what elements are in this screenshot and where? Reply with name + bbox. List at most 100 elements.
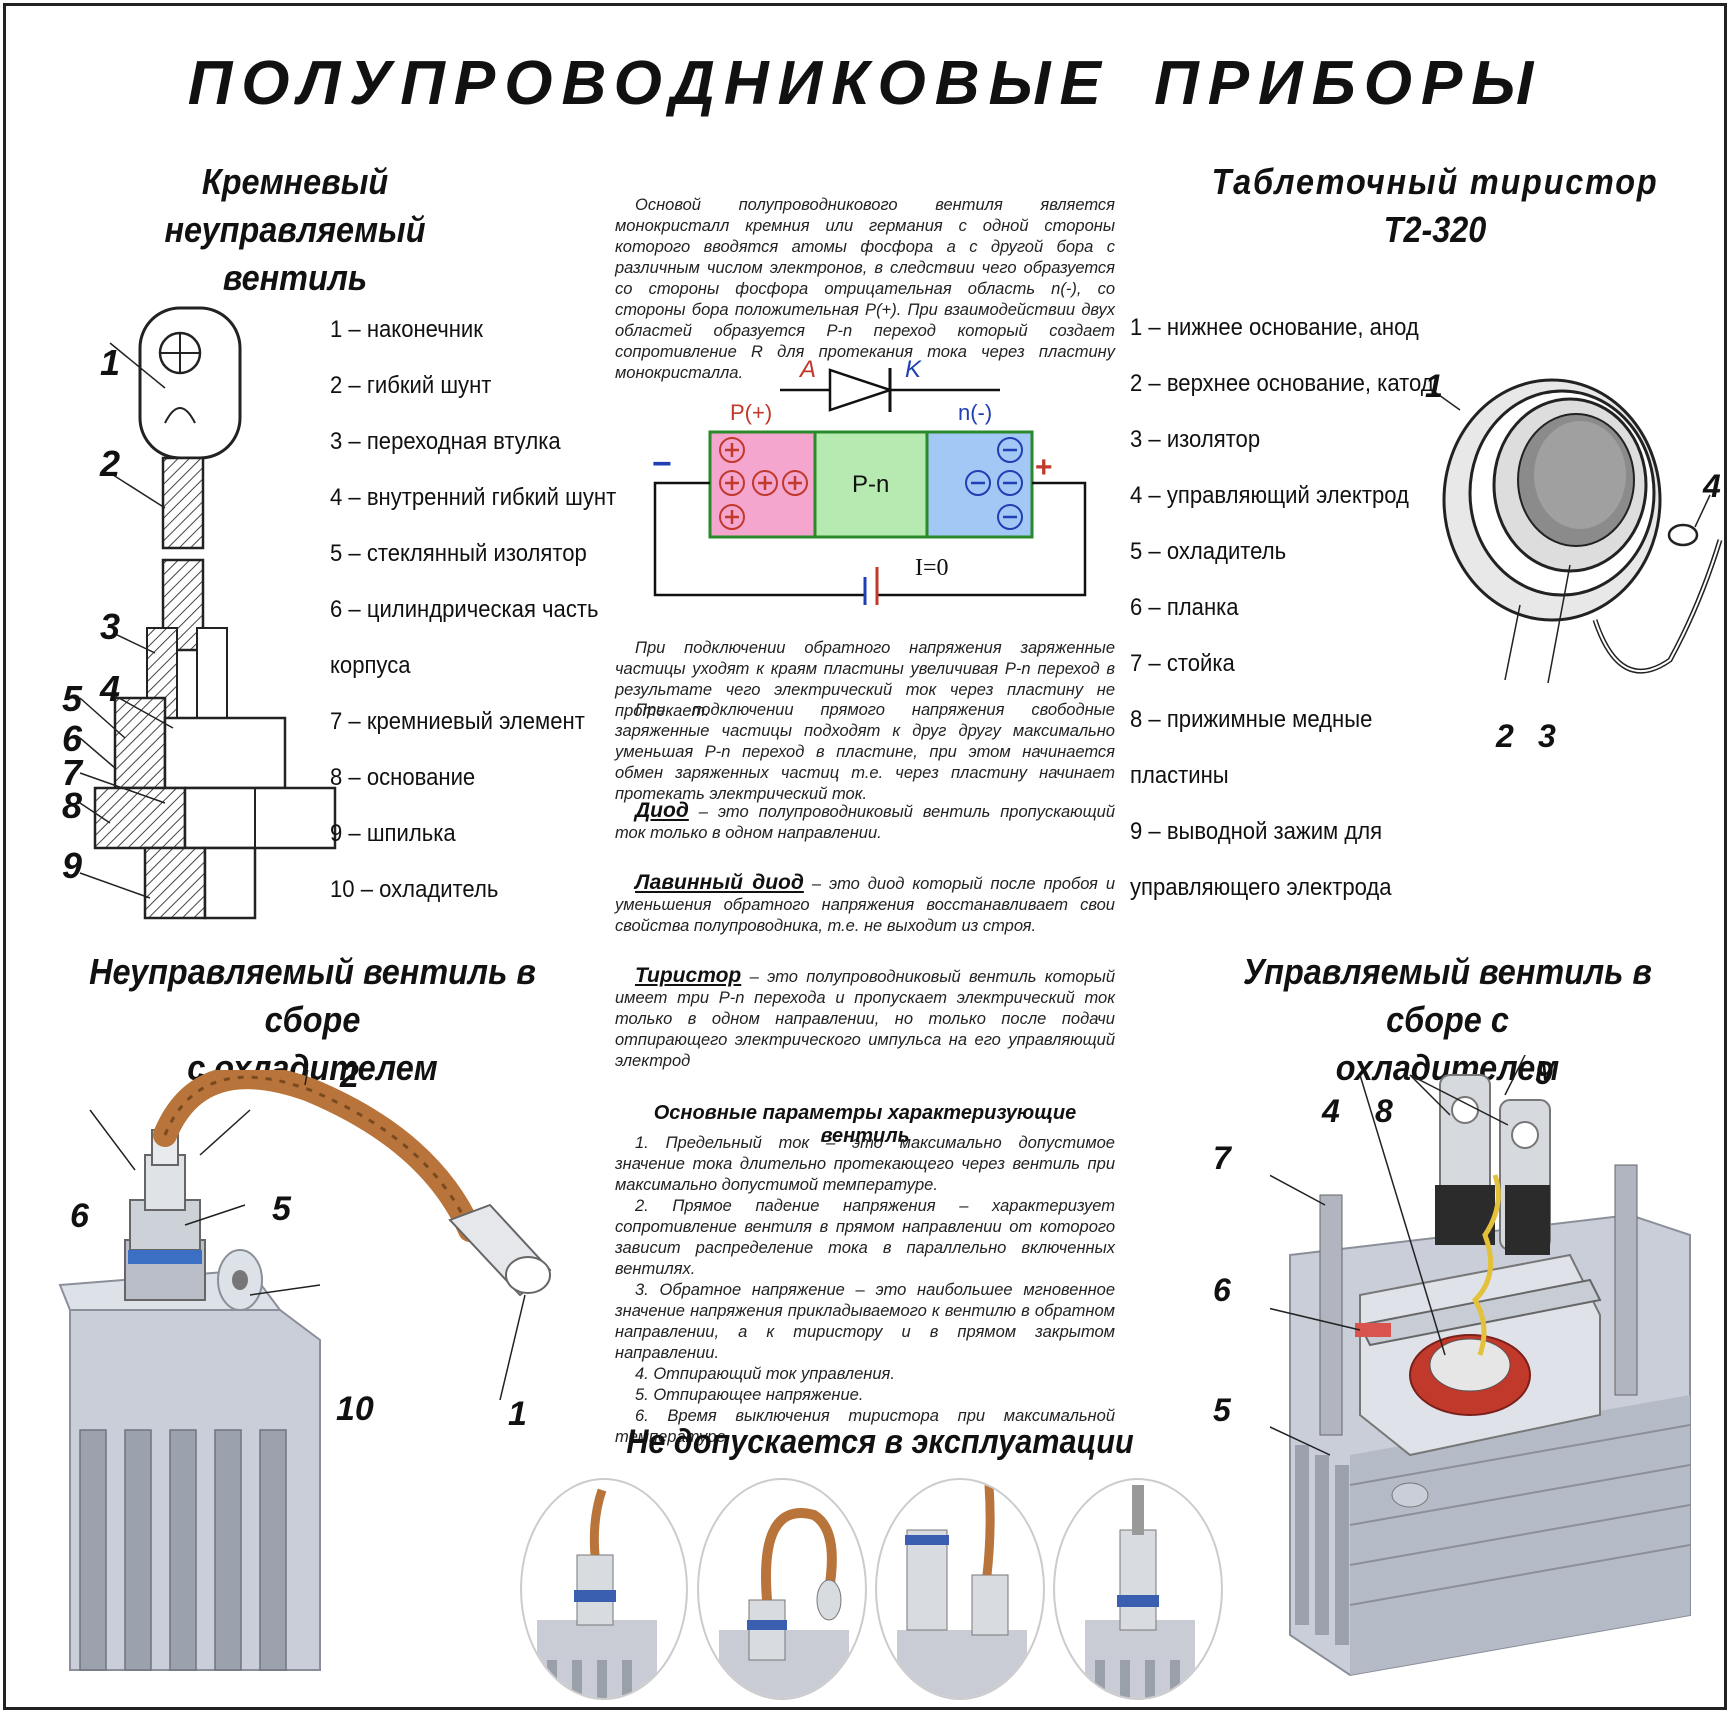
current-label: I=0 <box>915 555 949 581</box>
n-region-label: n(-) <box>958 400 992 425</box>
legend-item: 3 – изолятор <box>1130 426 1261 453</box>
controlled-assembly-photo <box>1270 1055 1691 1677</box>
callout-2: 2 <box>100 443 121 484</box>
legend-item: 1 – нижнее основание, анод <box>1130 314 1419 341</box>
title-line: Таблеточный тиристор <box>1211 161 1659 202</box>
callout-4: 4 <box>100 668 121 709</box>
param-item: 2. Прямое падение напряжения – характери… <box>615 1197 1115 1278</box>
legend-item: пластины <box>1130 762 1229 789</box>
title-line: Неуправляемый вентиль в сборе <box>89 951 536 1040</box>
param-item: 1. Предельный ток – это максимально допу… <box>615 1134 1115 1194</box>
callout-5: 5 <box>62 678 83 719</box>
title-line: Управляемый вентиль в сборе с <box>1243 951 1652 1040</box>
param-item: 4. Отпирающий ток управления. <box>635 1365 895 1383</box>
section-title-tablet-thyristor: Таблеточный тиристор Т2-320 <box>1201 158 1669 254</box>
legend-item: 5 – стеклянный изолятор <box>330 540 587 567</box>
diode-triangle <box>828 368 894 412</box>
callout-2: 2 <box>1496 718 1514 754</box>
not-allowed-example-2 <box>697 1478 867 1700</box>
callout-4: 4 <box>1322 1093 1340 1129</box>
param-item: 3. Обратное напряжение – это наибольшее … <box>615 1281 1115 1362</box>
params-list: 1. Предельный ток – это максимально допу… <box>615 1133 1115 1448</box>
legend-item: 1 – наконечник <box>330 316 483 343</box>
callout-7: 7 <box>62 752 83 793</box>
junction-label: P-n <box>852 471 889 498</box>
legend-tablet-thyristor: 1 – нижнее основание, анод 2 – верхнее о… <box>1130 300 1460 916</box>
diode-definition: Диод – это полупроводниковый вентиль про… <box>615 800 1115 844</box>
reverse-voltage-paragraph: При подключении обратного напряжения зар… <box>615 639 1115 720</box>
n-region <box>925 430 1034 539</box>
callout-5: 5 <box>272 1190 291 1228</box>
valve-cross-section-drawing <box>79 306 337 920</box>
forward-voltage-paragraph: При подключении прямого напряжения свобо… <box>615 701 1115 803</box>
intro-paragraph: Основой полупроводникового вентиля являе… <box>615 196 1115 382</box>
p-region <box>708 430 817 539</box>
avalanche-diode-definition: Лавинный диод – это диод который после п… <box>615 872 1115 937</box>
diode-term: Диод <box>635 799 689 822</box>
legend-item: 7 – стойка <box>1130 650 1235 677</box>
callout-2: 2 <box>340 1057 359 1095</box>
callout-8: 8 <box>62 785 83 826</box>
callout-9: 9 <box>62 845 83 886</box>
callout-6: 6 <box>1213 1272 1231 1308</box>
not-allowed-example-4 <box>1053 1478 1223 1700</box>
legend-uncontrolled-valve: 1 – наконечник 2 – гибкий шунт 3 – перех… <box>330 302 641 918</box>
param-item: 6. Время выключения тиристора при максим… <box>615 1407 1115 1446</box>
tablet-thyristor-drawing <box>1430 378 1723 684</box>
legend-item: 6 – цилиндрическая часть <box>330 596 599 623</box>
plus-terminal: + <box>1035 451 1053 484</box>
legend-item: 7 – кремниевый элемент <box>330 708 585 735</box>
anode-label: A <box>798 356 816 383</box>
avalanche-term: Лавинный диод <box>635 871 804 894</box>
callout-6: 6 <box>70 1197 89 1235</box>
title-line: Кремневый неуправляемый <box>164 161 426 250</box>
legend-item: 2 – верхнее основание, катод <box>1130 370 1434 397</box>
section-title-controlled-assembly: Управляемый вентиль в сборе с охладителе… <box>1211 948 1684 1092</box>
callout-1: 1 <box>1425 368 1443 404</box>
callout-7: 7 <box>1213 1140 1231 1176</box>
callout-9: 9 <box>1535 1055 1553 1091</box>
p-region-label: P(+) <box>730 400 772 425</box>
callout-8: 8 <box>1375 1093 1393 1129</box>
junction-region <box>813 430 929 539</box>
legend-item: 9 – шпилька <box>330 820 456 847</box>
legend-item: корпуса <box>330 652 411 679</box>
callout-4: 4 <box>1703 468 1721 504</box>
minus-terminal: − <box>652 445 672 483</box>
callout-6: 6 <box>62 718 83 759</box>
callout-3: 3 <box>1538 718 1556 754</box>
diode-def: – это полупроводниковый вентиль пропуска… <box>615 803 1115 842</box>
not-allowed-title: Не допускается в эксплуатации <box>626 1423 1134 1461</box>
legend-item: 9 – выводной зажим для <box>1130 818 1383 845</box>
legend-item: 2 – гибкий шунт <box>330 372 492 399</box>
thyristor-definition: Тиристор – это полупроводниковый вентиль… <box>615 965 1115 1072</box>
legend-item: 3 – переходная втулка <box>330 428 561 455</box>
title-line: Т2-320 <box>1383 209 1487 250</box>
avalanche-def: – это диод который после пробоя и уменьш… <box>615 875 1115 935</box>
uncontrolled-assembly-photo <box>58 1070 552 1671</box>
pn-junction-diagram: A K P(+) n(-) P-n − + I=0 <box>652 356 1087 605</box>
legend-item: 8 – основание <box>330 764 476 791</box>
page-title: ПОЛУПРОВОДНИКОВЫЕ ПРИБОРЫ <box>187 49 1543 118</box>
thyristor-def: – это полупроводниковый вентиль который … <box>615 968 1115 1070</box>
legend-item: 4 – управляющий электрод <box>1130 482 1409 509</box>
legend-item: 8 – прижимные медные <box>1130 706 1373 733</box>
legend-item: 4 – внутренний гибкий шунт <box>330 484 617 511</box>
title-line: вентиль <box>222 257 368 298</box>
callout-1: 1 <box>100 342 121 383</box>
callout-1: 1 <box>508 1395 527 1433</box>
cathode-label: K <box>905 356 922 383</box>
callout-3: 3 <box>100 606 121 647</box>
callout-10: 10 <box>336 1390 374 1428</box>
thyristor-term: Тиристор <box>635 964 742 987</box>
legend-item: управляющего электрода <box>1130 874 1392 901</box>
section-title-uncontrolled-valve: Кремневый неуправляемый вентиль <box>84 158 507 302</box>
not-allowed-example-3 <box>875 1478 1045 1700</box>
legend-item: 5 – охладитель <box>1130 538 1287 565</box>
params-title: Основные параметры характеризующие венти… <box>653 1102 1077 1147</box>
callout-5: 5 <box>1213 1392 1231 1428</box>
lug-shape <box>138 306 242 460</box>
legend-item: 6 – планка <box>1130 594 1239 621</box>
param-item: 5. Отпирающее напряжение. <box>635 1386 864 1404</box>
legend-item: 10 – охладитель <box>330 876 499 903</box>
